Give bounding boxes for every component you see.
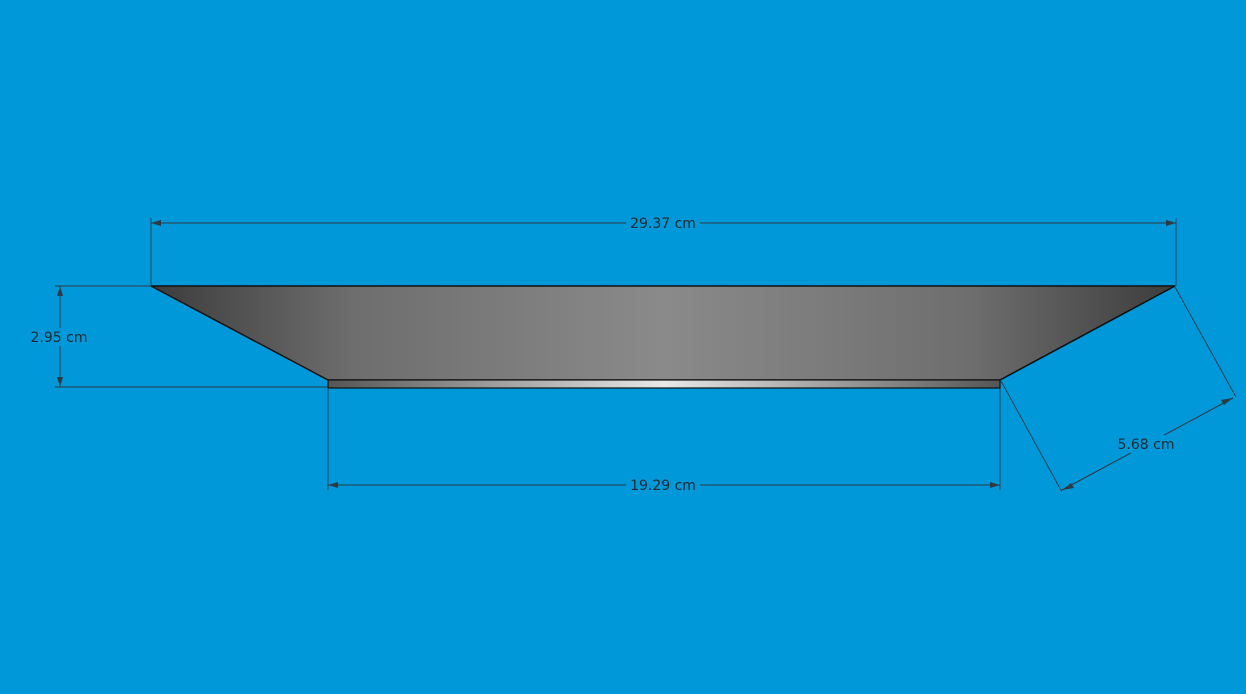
plate-side-view	[150, 285, 1176, 389]
height-label: 2.95 cm	[31, 330, 88, 346]
top-width-dimension: 29.37 cm	[150, 214, 1177, 286]
bottom-width-label: 19.29 cm	[630, 478, 696, 494]
plate-base	[327, 379, 1001, 389]
slant-length-dimension: 5.68 cm	[1000, 286, 1237, 493]
bottom-width-dimension: 19.29 cm	[327, 388, 1001, 494]
slant-length-label: 5.68 cm	[1118, 437, 1175, 453]
top-width-label: 29.37 cm	[630, 216, 696, 232]
height-dimension: 2.95 cm	[28, 285, 328, 388]
plate-rim-face	[150, 285, 1176, 381]
